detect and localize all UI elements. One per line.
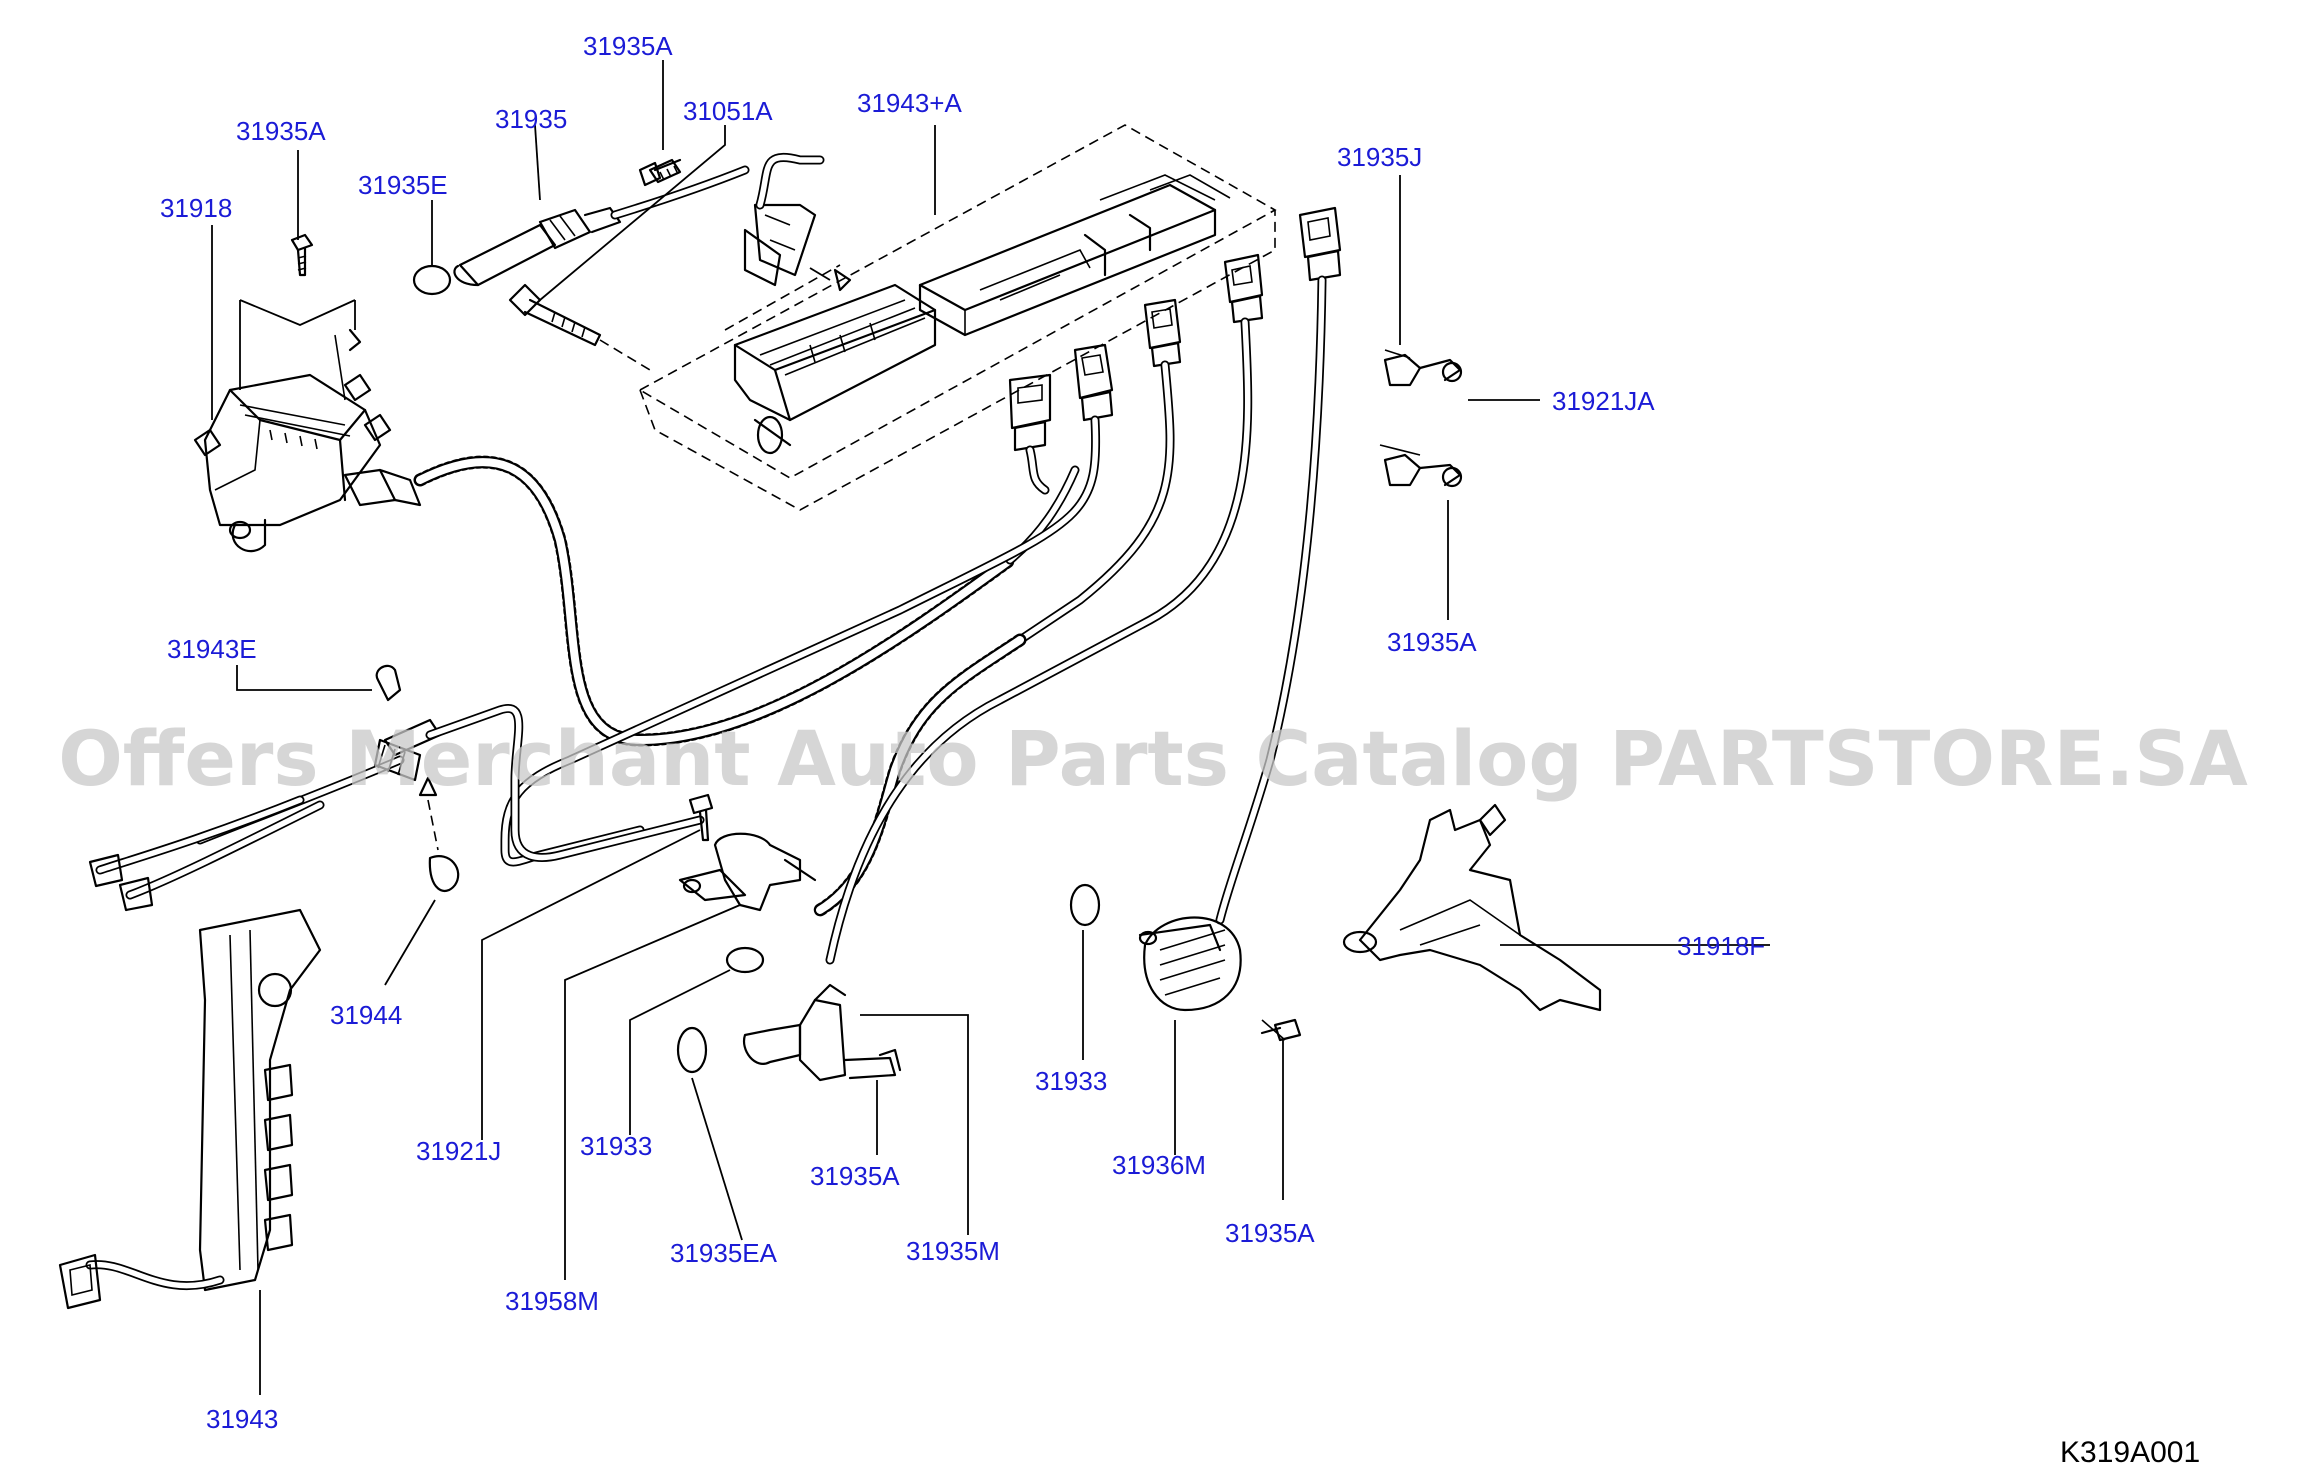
label-31935j[interactable]: 31935J [1337,142,1422,172]
speed-sensor-31936m [1138,916,1302,1042]
label-31935a-bottom-right[interactable]: 31935A [1225,1218,1315,1248]
solenoid-31051a [743,152,852,292]
label-31935a-bottom-mid[interactable]: 31935A [810,1161,900,1191]
label-31943e[interactable]: 31943E [167,634,257,664]
harness-lower-left-31943 [58,738,422,1310]
label-31935a-top[interactable]: 31935A [583,31,673,61]
speed-sensor-31958m [678,793,817,912]
valve-upper-frame [918,174,1231,337]
harness-wires [500,275,1327,965]
clips-31921ja [1379,349,1463,488]
label-31918f[interactable]: 31918F [1677,931,1765,961]
harness-corrugated-left [413,455,1080,747]
valve-body-dashed-outline [638,124,1277,511]
label-31935[interactable]: 31935 [495,104,567,134]
label-31935e[interactable]: 31935E [358,170,448,200]
o-rings [676,883,1101,1074]
label-31943[interactable]: 31943 [206,1404,278,1434]
part-labels: 31935A 31935 31051A 31943+A 31935A 31935… [160,31,1765,1434]
label-31918[interactable]: 31918 [160,193,232,223]
label-31933-right[interactable]: 31933 [1035,1066,1107,1096]
bracket-31918f [1342,803,1602,1012]
control-valve-block [733,283,937,455]
connector-cluster [1008,206,1342,495]
watermark-text: Offers Merchant Auto Parts Catalog PARTS… [58,714,2248,803]
sensor-31935 [453,158,750,287]
parts-line-art [58,124,1602,1310]
sensor-31935m [742,983,902,1082]
label-31943-plus-a[interactable]: 31943+A [857,88,962,118]
inhibitor-switch-31918 [193,299,422,553]
clip-and-pipe [375,664,705,892]
diagram-code: K319A001 [2060,1436,2200,1469]
label-31933-mid[interactable]: 31933 [580,1131,652,1161]
label-31935m[interactable]: 31935M [906,1236,1000,1266]
screw-top-left [290,233,314,277]
label-31921j[interactable]: 31921J [416,1136,501,1166]
o-ring-31935e [412,264,452,296]
label-31935ea[interactable]: 31935EA [670,1238,778,1268]
leader-lines [211,60,1770,1395]
label-31944[interactable]: 31944 [330,1000,402,1030]
label-31051a[interactable]: 31051A [683,96,773,126]
label-31936m[interactable]: 31936M [1112,1150,1206,1180]
label-31935a-left[interactable]: 31935A [236,116,326,146]
screw-top [648,158,682,184]
label-31921ja[interactable]: 31921JA [1552,386,1655,416]
label-31958m[interactable]: 31958M [505,1286,599,1316]
label-31935a-right[interactable]: 31935A [1387,627,1477,657]
long-bolt [508,283,651,371]
